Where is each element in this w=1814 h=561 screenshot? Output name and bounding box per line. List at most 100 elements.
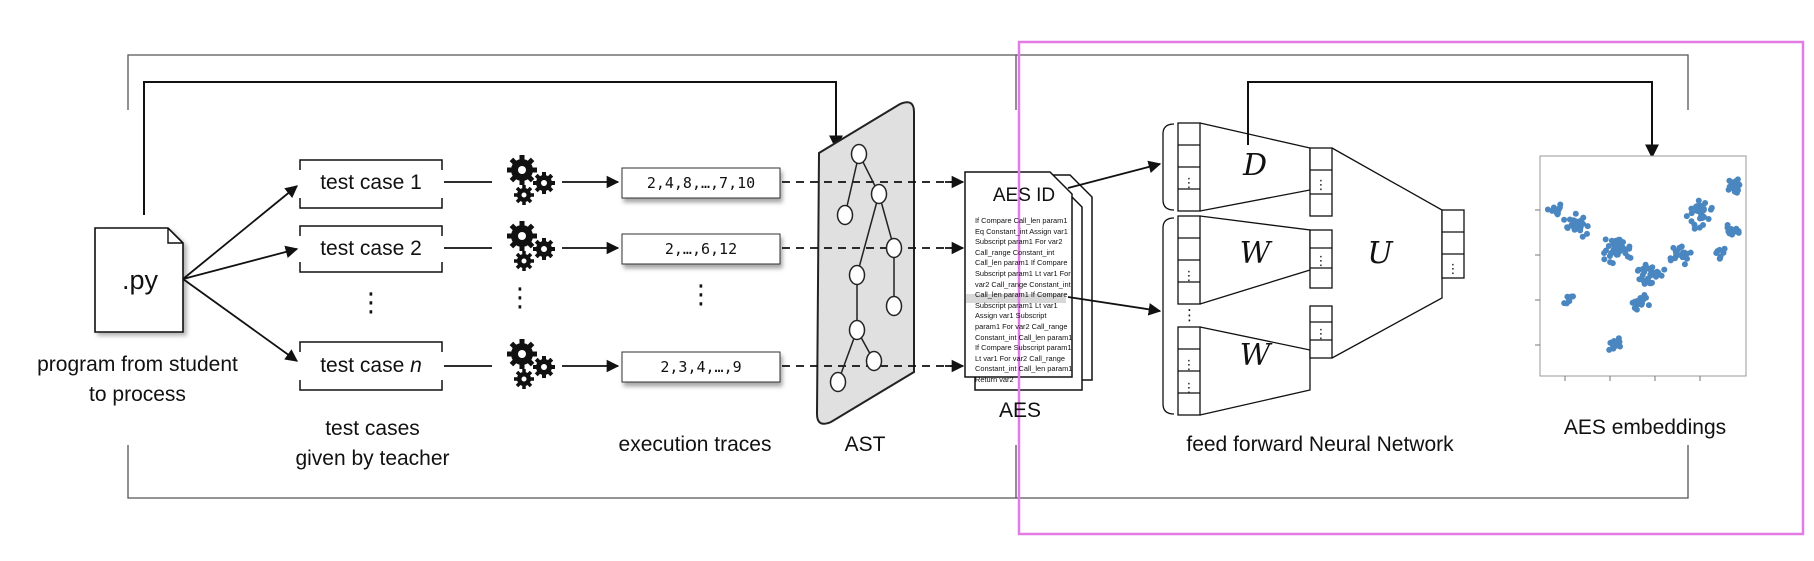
gear-icon: [507, 339, 555, 389]
scatter-point: [1579, 233, 1586, 240]
test-case-brackets: [299, 159, 443, 391]
network-to-embeddings-arrow: [1247, 81, 1659, 159]
aes-doc-line: Return var2: [975, 374, 1014, 384]
py-to-testcase-arrows: [182, 185, 299, 362]
py-file-icon: [94, 227, 184, 333]
scatter-point: [1667, 257, 1674, 264]
scatter-point: [1610, 342, 1617, 349]
nn-dots: ⋮: [1314, 326, 1328, 341]
scatter-point: [1570, 217, 1577, 224]
scatter-point: [1705, 216, 1712, 222]
scatter-point: [1649, 269, 1656, 276]
scatter-point: [1633, 306, 1640, 313]
aes-doc-line: param1 For var2 Call_range: [975, 321, 1068, 331]
scatter-point: [1702, 200, 1709, 206]
scatter-point: [1615, 335, 1622, 342]
testcase-to-gear-lines: [444, 181, 492, 367]
scatter-point: [1561, 216, 1568, 223]
scatter-point: [1700, 213, 1707, 220]
gear-ellipsis: ⋮: [507, 282, 533, 312]
scatter-point: [1708, 204, 1715, 211]
nn-dots: ⋮: [1182, 268, 1196, 283]
trace-to-aes-arrowheads: [945, 175, 965, 373]
scatter-point: [1681, 261, 1688, 268]
scatter-point: [1634, 297, 1641, 304]
scatter-point: [1661, 266, 1668, 273]
scatter-point: [1627, 254, 1634, 261]
scatter-point: [1688, 205, 1695, 212]
aes-doc-line: Lt var1 For var2 Call_range: [975, 353, 1065, 363]
scatter-point: [1693, 203, 1699, 210]
nn-dots: ⋮: [1182, 307, 1197, 324]
scatter-point: [1603, 247, 1609, 254]
scatter-point: [1612, 237, 1619, 244]
nn-dots: ⋮: [1182, 357, 1196, 372]
label-w-top: W: [1239, 236, 1271, 271]
scatter-point: [1626, 243, 1633, 250]
gear-icon: [507, 155, 555, 205]
scatter-point: [1613, 247, 1620, 254]
scatter-point: [1605, 243, 1612, 249]
scatter-point: [1696, 224, 1703, 231]
scatter-point: [1648, 280, 1655, 287]
ast-tree: [829, 143, 903, 393]
scatter-point: [1736, 181, 1743, 188]
py-file-label: .py: [121, 265, 159, 295]
scatter-point: [1644, 275, 1651, 282]
aes-doc-line: Constant_int Call_len param1: [975, 364, 1073, 374]
scatter-plot-ticks: [1535, 209, 1701, 381]
scatter-point: [1577, 227, 1584, 234]
trace-1: 2,4,8,…,7,10: [646, 174, 756, 192]
scatter-point: [1688, 210, 1695, 217]
nn-dots: ⋮: [1182, 175, 1196, 190]
scatter-point: [1673, 252, 1680, 259]
scatter-point: [1680, 249, 1686, 256]
scatter-point: [1641, 269, 1648, 276]
scatter-point: [1629, 299, 1636, 306]
test-case-1: test case 1: [320, 171, 422, 194]
trace-2: 2,…,6,12: [664, 240, 738, 258]
scatter-point: [1642, 261, 1649, 268]
embeddings-caption: AES embeddings: [1563, 416, 1727, 439]
aes-doc-line: Constant_int Call_len param1: [975, 332, 1073, 342]
scatter-point: [1622, 250, 1629, 257]
aes-doc-line: Call_range Constant_int: [975, 247, 1055, 257]
scatter-point: [1602, 236, 1609, 243]
scatter-point: [1606, 346, 1613, 353]
aes-doc-line: Eq Constant_int Assign var1: [975, 226, 1068, 236]
scatter-point: [1635, 266, 1642, 273]
nn-dots: ⋮: [1314, 177, 1328, 192]
nn-dots: ⋮: [1314, 253, 1328, 268]
program-caption: program from student to process: [0, 350, 275, 410]
aes-doc-line: Call_len param1 If Compare: [975, 258, 1068, 268]
scatter-point: [1683, 213, 1690, 220]
scatter-point: [1570, 293, 1576, 300]
aes-doc-line: Call_len param1 If Compare: [975, 290, 1068, 300]
scatter-point: [1572, 210, 1579, 217]
aes-doc-line: Subscript param1 Lt var1 For: [975, 268, 1071, 278]
scatter-point: [1601, 256, 1608, 263]
scatter-points: [1544, 176, 1743, 353]
aes-to-network-arrows: [1067, 160, 1162, 316]
aes-caption: AES: [998, 399, 1042, 422]
scatter-point: [1564, 225, 1571, 231]
test-cases-caption-line1: test cases: [325, 417, 420, 440]
label-w-bottom: W: [1239, 338, 1271, 373]
aes-doc-title: AES ID: [992, 185, 1056, 206]
aes-doc-line: Assign var1 Subscript: [975, 311, 1047, 321]
label-d: D: [1242, 148, 1268, 183]
trace-boxes: [621, 167, 781, 383]
scatter-point: [1729, 231, 1735, 238]
test-case-ellipsis: ⋮: [358, 287, 384, 317]
gear-to-trace-arrows: [562, 175, 620, 373]
scatter-point: [1619, 244, 1626, 251]
scatter-point: [1687, 249, 1694, 256]
outer-frame: [127, 54, 1689, 499]
program-caption-line1: program from student: [37, 353, 238, 376]
scatter-point: [1691, 221, 1698, 228]
gear-icon: [507, 221, 555, 271]
scatter-point: [1609, 260, 1616, 267]
scatter-point: [1584, 230, 1590, 237]
scatter-point: [1544, 206, 1551, 213]
